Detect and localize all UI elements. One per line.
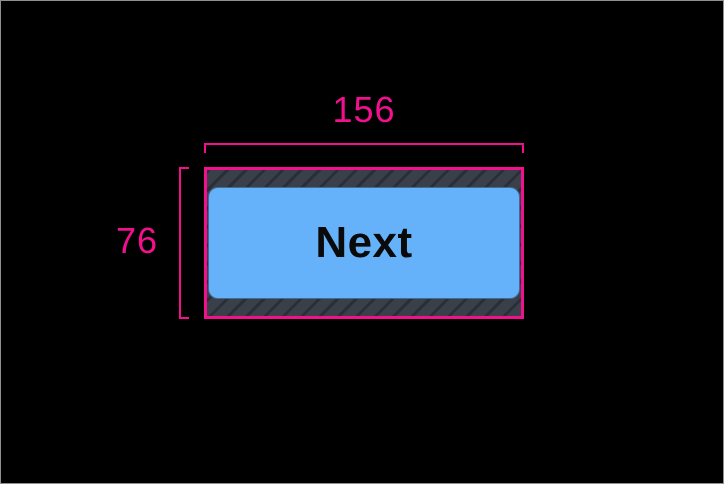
next-button-label: Next xyxy=(315,218,413,267)
height-dimension-label: 76 xyxy=(115,220,158,261)
measured-bounds-box: Next xyxy=(204,167,524,319)
width-dimension-label: 156 xyxy=(332,89,396,130)
width-measurement-bracket xyxy=(204,143,524,153)
height-measurement-bracket xyxy=(179,167,189,319)
next-button[interactable]: Next xyxy=(208,187,520,299)
